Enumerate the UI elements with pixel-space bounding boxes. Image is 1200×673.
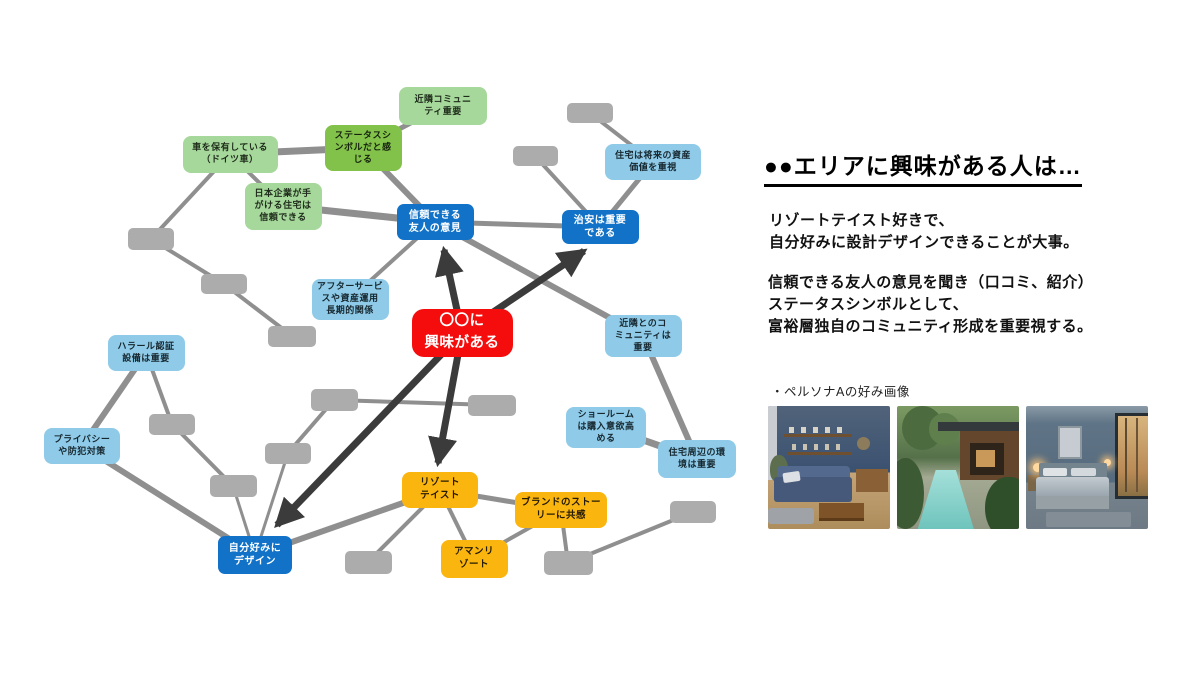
- page-title: ●●エリアに興味がある人は…: [764, 147, 1082, 187]
- diagram-node-resort-taste: リゾート テイスト: [402, 472, 478, 508]
- bedroom-photo: [1026, 406, 1148, 529]
- diagram-node-security-important: 治安は重要 である: [561, 210, 639, 244]
- diagram-node-surrounding-env: 住宅周辺の環 境は重要: [658, 440, 736, 478]
- summary-line: 富裕層独自のコミュニティ形成を重要視する。: [768, 318, 1093, 335]
- diagram-node-japanese-company-trust: 日本企業が手 がける住宅は 信頼できる: [244, 182, 322, 230]
- diagram-node-brand-story: ブランドのストー リーに共感: [515, 492, 607, 528]
- diagram-node-status-symbol: ステータスシ ンボルだと感 じる: [324, 125, 402, 171]
- diagram-node-trusted-friends-opinion: 信頼できる 友人の意見: [396, 204, 474, 240]
- diagram-node-after-service: アフターサービ スや資産運用 長期的関係: [311, 278, 389, 320]
- diagram-node-gray-7: [310, 389, 358, 411]
- diagram-node-gray-2: [201, 274, 247, 294]
- diagram-node-gray-1: [128, 228, 174, 250]
- diagram-node-gray-9: [265, 442, 311, 464]
- pool-courtyard-photo: [897, 406, 1019, 529]
- diagram-node-gray-10: [209, 475, 257, 497]
- diagram-node-gray-13: [670, 501, 716, 523]
- diagram-node-showroom: ショールーム は購入意欲高 める: [566, 406, 646, 448]
- diagram-node-aman-resort: アマンリ ゾート: [440, 540, 508, 578]
- summary-paragraph-2: 信頼できる友人の意見を聞き（口コミ、紹介） ステータスシンボルとして、 富裕層独…: [768, 272, 1093, 338]
- summary-paragraph-1: リゾートテイスト好きで、 自分好みに設計デザインできることが大事。: [769, 210, 1079, 254]
- summary-line: 信頼できる友人の意見を聞き（口コミ、紹介）: [768, 274, 1094, 291]
- diagram-node-neighbor-community: 近隣とのコ ミュニティは 重要: [604, 315, 682, 357]
- diagram-node-gray-11: [344, 550, 392, 574]
- persona-image-row: [768, 406, 1148, 529]
- diagram-node-gray-6: [149, 413, 195, 435]
- diagram-node-future-asset-value: 住宅は将来の資産 価値を重視: [605, 144, 701, 180]
- diagram-node-own-design: 自分好みに デザイン: [218, 536, 292, 574]
- summary-line: 自分好みに設計デザインできることが大事。: [769, 234, 1079, 251]
- diagram-node-kinjo-community: 近隣コミュニ ティ重要: [399, 87, 487, 125]
- diagram-node-own-german-car: 車を保有している （ドイツ車）: [182, 135, 278, 173]
- diagram-node-gray-5: [512, 146, 558, 166]
- summary-line: ステータスシンボルとして、: [768, 296, 969, 313]
- diagram-node-halal-certification: ハラール認証 設備は重要: [107, 335, 185, 371]
- summary-line: リゾートテイスト好きで、: [769, 212, 954, 229]
- diagram-node-interest-center: 〇〇に 興味がある: [411, 309, 513, 357]
- diagram-node-gray-3: [268, 325, 316, 347]
- diagram-node-privacy-security: プライバシー や防犯対策: [44, 428, 120, 464]
- diagram-node-gray-4: [567, 103, 613, 123]
- living-room-photo: [768, 406, 890, 529]
- diagram-node-gray-8: [468, 394, 516, 416]
- persona-images-label: ・ペルソナAの好み画像: [771, 385, 910, 399]
- diagram-node-gray-12: [543, 551, 593, 575]
